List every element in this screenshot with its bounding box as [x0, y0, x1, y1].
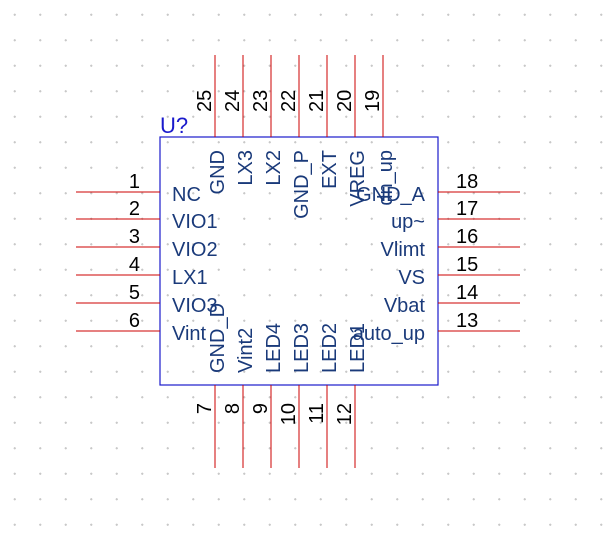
- pin-name-led2: LED2: [319, 323, 341, 373]
- pin-number-12: 12: [334, 403, 356, 425]
- pin-name-led3: LED3: [291, 323, 313, 373]
- pin-number-19: 19: [362, 90, 384, 112]
- pin-number-10: 10: [278, 403, 300, 425]
- pin-name-vlimt: Vlimt: [381, 239, 426, 261]
- pin-number-21: 21: [306, 90, 328, 112]
- pin-number-8: 8: [222, 403, 244, 414]
- pin-number-13: 13: [456, 310, 478, 332]
- pin-name-lx1: LX1: [172, 267, 208, 289]
- pin-number-4: 4: [129, 254, 140, 276]
- pin-number-9: 9: [250, 403, 272, 414]
- pin-number-20: 20: [334, 90, 356, 112]
- pin-name-vs: VS: [398, 267, 425, 289]
- pin-name-vint: Vint: [172, 323, 207, 345]
- pin-name-vint2: Vint2: [235, 328, 257, 373]
- pin-number-3: 3: [129, 226, 140, 248]
- pin-name-vio3: VIO3: [172, 295, 218, 317]
- pin-name-vio1: VIO1: [172, 211, 218, 233]
- pin-name-ext: EXT: [319, 150, 341, 189]
- pin-number-17: 17: [456, 198, 478, 220]
- pin-number-5: 5: [129, 282, 140, 304]
- pin-name-gnd: GND: [207, 150, 229, 194]
- pin-number-6: 6: [129, 310, 140, 332]
- pin-number-24: 24: [222, 90, 244, 112]
- pin-name-auto-up: auto_up: [353, 323, 425, 345]
- pin-name-lx2: LX2: [263, 150, 285, 186]
- pin-number-22: 22: [278, 90, 300, 112]
- pin-number-11: 11: [306, 403, 328, 424]
- pin-name-lx3: LX3: [235, 150, 257, 186]
- pin-name-gnd-p: GND_P: [291, 150, 313, 219]
- pin-number-23: 23: [250, 90, 272, 112]
- pin-number-25: 25: [194, 90, 216, 112]
- pin-number-14: 14: [456, 282, 478, 304]
- pin-number-7: 7: [194, 403, 216, 414]
- pin-name-vreg: VREG: [347, 150, 369, 207]
- pin-name-dn-up: dn_up: [375, 150, 397, 206]
- pin-name-vio2: VIO2: [172, 239, 218, 261]
- pin-name-led1: LED1: [347, 323, 369, 373]
- pin-name-gnd-a: GND_A: [356, 184, 426, 206]
- pin-name-gnd-d: GND_D: [207, 303, 229, 373]
- pin-number-15: 15: [456, 254, 478, 276]
- reference-designator[interactable]: U?: [160, 113, 188, 138]
- pin-number-18: 18: [456, 171, 478, 193]
- pin-number-16: 16: [456, 226, 478, 248]
- pin-name-led4: LED4: [263, 323, 285, 373]
- pin-number-1: 1: [129, 171, 140, 193]
- pin-name-nc: NC: [172, 184, 201, 206]
- pin-name-up: up~: [391, 211, 425, 233]
- pin-number-2: 2: [129, 198, 140, 220]
- pin-name-vbat: Vbat: [384, 295, 426, 317]
